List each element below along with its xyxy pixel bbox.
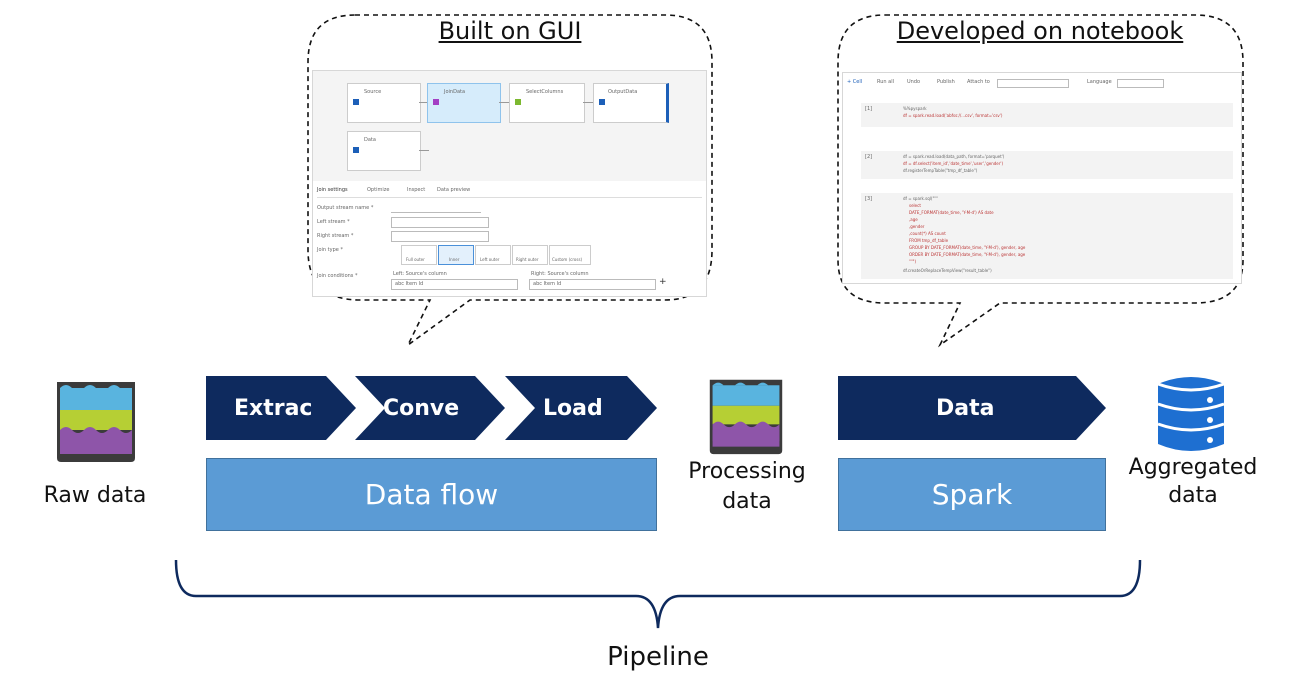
output-icon [599, 99, 605, 105]
code-line: df = df.select('item_id','date_time','us… [903, 161, 1004, 166]
code-cell[interactable]: [2] df = spark.read.load(data_path, form… [861, 151, 1233, 179]
tab-inspect[interactable]: Inspect [407, 187, 426, 193]
connector-line [419, 102, 427, 103]
cell-number: [2] [865, 154, 873, 160]
field-label: Right stream * [317, 233, 354, 239]
add-cell-button[interactable]: + Cell [847, 79, 863, 85]
dataflow-designer-screenshot: Source JoinData SelectColumns OutputData… [312, 70, 707, 297]
node-joindata[interactable]: JoinData [427, 83, 501, 123]
connector-line [583, 102, 593, 103]
code-line: df = spark.sql(""" [903, 196, 938, 201]
step-label: Conve [383, 395, 460, 421]
processing-data-label-line1: Processing [688, 459, 806, 484]
attach-to-label: Attach to [967, 79, 990, 85]
code-line: df = spark.read.load(data_path, format='… [903, 154, 1005, 159]
raw-data-label: Raw data [43, 483, 147, 508]
select-icon [515, 99, 521, 105]
tab-data-preview[interactable]: Data preview [437, 187, 471, 193]
tab-join-settings[interactable]: Join settings [317, 187, 348, 193]
cell-number: [3] [865, 196, 873, 202]
pipeline-step-extract: Extrac [206, 376, 356, 440]
data-icon [353, 147, 359, 153]
pipeline-step-convert: Conve [355, 376, 505, 440]
node-label: SelectColumns [526, 89, 564, 95]
add-condition-icon[interactable]: + [659, 277, 667, 287]
code-line: select [909, 203, 921, 208]
field-label: Output stream name * [317, 205, 374, 211]
node-outputdata[interactable]: OutputData [593, 83, 669, 123]
code-line: df.registerTempTable("tmp_df_table") [903, 168, 978, 173]
code-line: %%pyspark [903, 106, 927, 111]
join-icon [433, 99, 439, 105]
code-line: df = spark.read.load('abfss://...csv', f… [903, 113, 1003, 118]
step-label: Data [936, 395, 995, 421]
jointype-inner[interactable]: Inner [438, 245, 474, 265]
aggregated-data-label-line1: Aggregated [1128, 455, 1258, 480]
publish-button[interactable]: Publish [937, 79, 955, 85]
jointype-right-outer[interactable]: Right outer [512, 245, 548, 265]
left-stream-select[interactable] [391, 217, 489, 228]
run-all-button[interactable]: Run all [877, 79, 895, 85]
pipeline-brace [174, 559, 1142, 629]
node-data[interactable]: Data [347, 131, 421, 171]
left-column-header: Left: Source's column [393, 271, 447, 277]
node-label: Data [364, 137, 376, 143]
pipeline-step-data: Data [838, 376, 1106, 440]
code-line: """) [909, 259, 917, 264]
step-label: Extrac [234, 395, 313, 421]
pipeline-label: Pipeline [607, 642, 709, 672]
aggregated-data-label-line2: data [1168, 483, 1218, 508]
dataflow-bar: Data flow [206, 458, 657, 531]
processing-data-label-line2: data [722, 489, 772, 514]
node-selectcolumns[interactable]: SelectColumns [509, 83, 585, 123]
field-label: Join conditions * [317, 273, 358, 279]
notebook-bubble-title: Developed on notebook [896, 17, 1184, 45]
code-line: ,count(*) AS count [909, 231, 946, 236]
language-select[interactable] [1117, 79, 1164, 88]
node-label: Source [364, 89, 382, 95]
connector-line [499, 102, 509, 103]
output-stream-input[interactable] [391, 204, 481, 213]
settings-tabs: Join settings Optimize Inspect Data prev… [317, 185, 702, 198]
field-label: Left stream * [317, 219, 350, 225]
connector-line [419, 150, 429, 151]
join-left-column-select[interactable]: abc Item Id [391, 279, 518, 290]
notebook-toolbar: + Cell Run all Undo Publish Attach to La… [847, 79, 1237, 89]
database-icon [1157, 377, 1225, 451]
undo-button[interactable]: Undo [907, 79, 921, 85]
pipeline-step-load: Load [505, 376, 657, 440]
step-label: Load [543, 395, 603, 421]
code-line: ,age [909, 217, 918, 222]
code-cell[interactable]: [3] df = spark.sql(""" select DATE_FORMA… [861, 193, 1233, 279]
join-right-column-select[interactable]: abc Item Id [529, 279, 656, 290]
code-line: ,gender [909, 224, 925, 229]
right-stream-select[interactable] [391, 231, 489, 242]
code-line: FROM tmp_df_table [909, 238, 949, 243]
right-column-header: Right: Source's column [531, 271, 589, 277]
gui-bubble-title: Built on GUI [438, 17, 582, 45]
processing-data-lake-icon [709, 379, 783, 455]
jointype-left-outer[interactable]: Left outer [475, 245, 511, 265]
code-line: DATE_FORMAT(date_time, 'Y-M-d') AS date [909, 210, 994, 215]
code-line: GROUP BY DATE_FORMAT(date_time, 'Y-M-d')… [909, 245, 1026, 250]
jointype-full-outer[interactable]: Full outer [401, 245, 437, 265]
node-label: JoinData [444, 89, 466, 95]
spark-bar: Spark [838, 458, 1106, 531]
code-cell[interactable]: [1] %%pyspark df = spark.read.load('abfs… [861, 103, 1233, 127]
node-label: OutputData [608, 89, 638, 95]
raw-data-lake-icon [57, 382, 135, 462]
attach-select[interactable] [997, 79, 1069, 88]
tab-optimize[interactable]: Optimize [367, 187, 390, 193]
code-line: ORDER BY DATE_FORMAT(date_time, 'Y-M-d')… [909, 252, 1026, 257]
source-icon [353, 99, 359, 105]
language-label: Language [1087, 79, 1112, 85]
code-line: df.createOrReplaceTempView("result_table… [903, 268, 992, 273]
notebook-screenshot: + Cell Run all Undo Publish Attach to La… [842, 72, 1242, 284]
cell-number: [1] [865, 106, 873, 112]
field-label: Join type * [317, 247, 343, 253]
jointype-custom[interactable]: Custom (cross) [549, 245, 591, 265]
node-source[interactable]: Source [347, 83, 421, 123]
